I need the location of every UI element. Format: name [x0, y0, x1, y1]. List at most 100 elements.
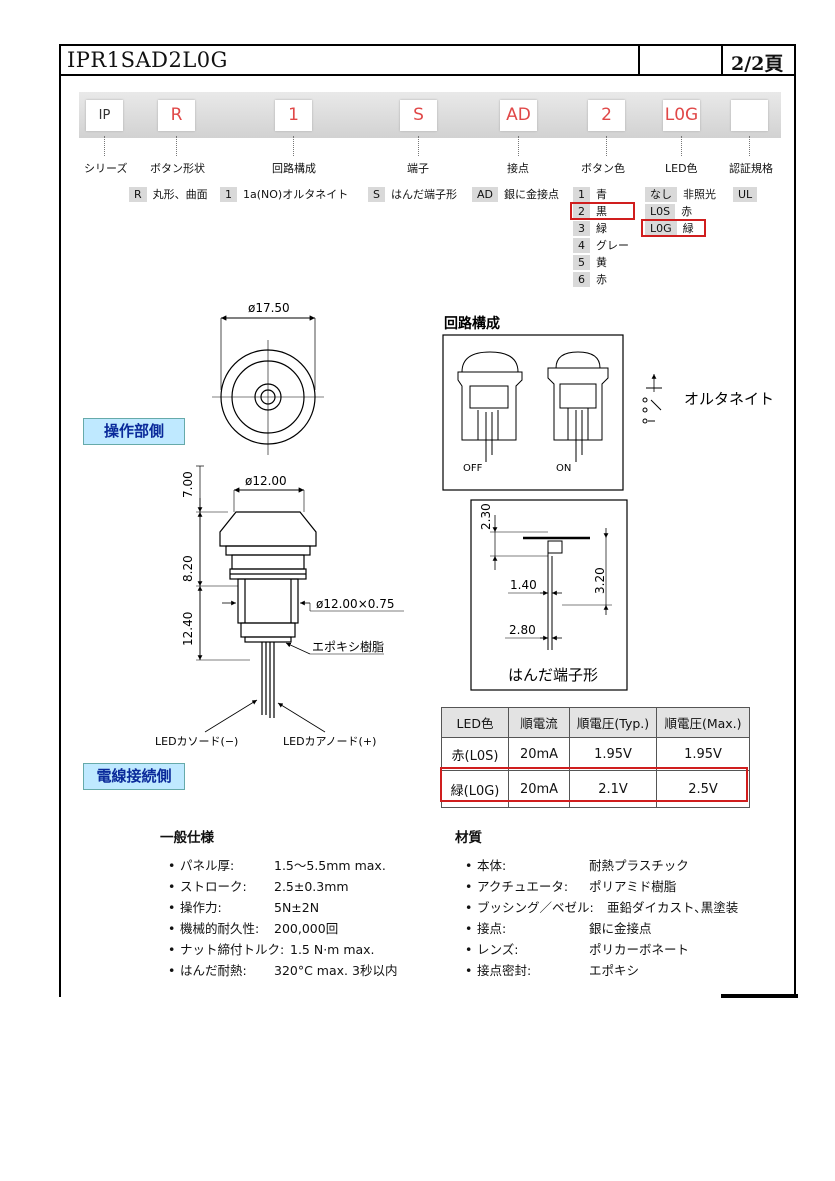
column-header: LED色: [441, 707, 509, 738]
option-text: 銀に金接点: [504, 188, 559, 201]
spec-value: ポリアミド樹脂: [589, 879, 677, 894]
selected-row-highlight: [440, 767, 748, 802]
code-box-circuit: 1: [275, 100, 312, 131]
option-code: 3: [573, 221, 590, 236]
option-text: はんだ端子形: [390, 188, 457, 201]
selected-led-highlight: [641, 219, 706, 237]
option-led-l0s: L0S 赤: [645, 204, 692, 219]
option-text: 赤: [596, 273, 607, 286]
dim-d1240: 12.40: [181, 612, 195, 646]
category-cert: 認証規格: [729, 162, 773, 175]
option-text: グレー: [596, 239, 629, 252]
spec-key: 接点:: [477, 921, 507, 936]
epoxy-label: エポキシ樹脂: [312, 639, 384, 654]
option-code: 5: [573, 255, 590, 270]
category-contact: 接点: [507, 162, 529, 175]
dim-d320: 3.20: [593, 567, 607, 594]
circuit-diagram: [442, 334, 662, 491]
title-bar: IPR1SAD2L0G 2/2頁: [59, 44, 796, 76]
option-code: L0S: [645, 204, 676, 219]
category-color: ボタン色: [581, 162, 625, 175]
divider: [721, 46, 723, 74]
spec-key: 操作力:: [180, 900, 222, 915]
leader-line: [293, 136, 294, 156]
leader-line: [104, 136, 105, 156]
divider: [721, 994, 798, 998]
code-box-cert: [731, 100, 768, 131]
material-spec: 材質 •本体:耐熱プラスチック •アクチュエータ:ポリアミド樹脂 •ブッシング／…: [455, 828, 755, 981]
option-text: 1a(NO)オルタネイト: [243, 188, 349, 201]
option-led-none: なし非照光: [645, 187, 716, 202]
code-box-color: 2: [588, 100, 625, 131]
table-header-row: LED色 順電流 順電圧(Typ.) 順電圧(Max.): [441, 707, 750, 738]
circuit-title: 回路構成: [444, 315, 500, 332]
leader-line: [749, 136, 750, 156]
spec-value: エポキシ: [589, 963, 640, 978]
side-view: [196, 465, 404, 733]
option-cert: UL: [733, 187, 763, 202]
option-text: 非照光: [683, 188, 716, 201]
list-item: •機械的耐久性:200,000回: [160, 918, 420, 939]
code-box-shape: R: [158, 100, 195, 131]
spec-key: はんだ耐熱:: [180, 963, 247, 978]
spec-value: 2.5±0.3mm: [274, 879, 349, 894]
list-item: •ナット締付トルク:1.5 N·m max.: [160, 939, 420, 960]
anode-label: LEDカアノード(+): [283, 735, 376, 748]
option-code: 6: [573, 272, 590, 287]
option-text: 赤: [681, 205, 693, 218]
off-label: OFF: [463, 463, 483, 474]
spec-key: ナット締付トルク:: [180, 942, 285, 957]
category-series: シリーズ: [84, 162, 128, 175]
divider: [638, 46, 640, 74]
leader-line: [518, 136, 519, 156]
table-row: 赤(L0S) 20mA 1.95V 1.95V: [441, 737, 750, 771]
option-code: なし: [645, 187, 677, 202]
list-item: •操作力:5N±2N: [160, 897, 420, 918]
table-cell: 1.95V: [569, 737, 657, 771]
general-spec-title: 一般仕様: [160, 830, 214, 846]
spec-value: 亜鉛ダイカスト､黒塗装: [607, 900, 739, 915]
cathode-label: LEDカソード(−): [155, 735, 238, 748]
category-circuit: 回路構成: [272, 162, 316, 175]
table-cell: 20mA: [508, 737, 570, 771]
list-item: •接点:銀に金接点: [455, 918, 755, 939]
code-box-terminal: S: [400, 100, 437, 131]
spec-key: レンズ:: [477, 942, 519, 957]
category-led: LED色: [665, 162, 698, 175]
code-box-contact: AD: [500, 100, 537, 131]
code-box-led: L0G: [663, 100, 700, 131]
part-number: IPR1SAD2L0G: [67, 48, 228, 72]
category-terminal: 端子: [407, 162, 429, 175]
column-header: 順電圧(Max.): [656, 707, 750, 738]
option-code: 1: [573, 187, 590, 202]
option-text: 緑: [682, 222, 694, 235]
option-circuit: 1 1a(NO)オルタネイト: [220, 187, 348, 202]
general-spec: 一般仕様 •パネル厚:1.5〜5.5mm max. •ストローク:2.5±0.3…: [160, 828, 420, 981]
option-text: 黒: [596, 205, 607, 218]
spec-key: アクチュエータ:: [477, 879, 569, 894]
spec-value: 耐熱プラスチック: [589, 858, 689, 873]
option-text: 丸形、曲面: [152, 188, 208, 201]
dim-thread: ø12.00×0.75: [316, 597, 394, 611]
terminal-title: はんだ端子形: [508, 666, 598, 684]
option-code: 1: [220, 187, 237, 202]
dim-d1750: ø17.50: [248, 301, 290, 315]
list-item: •本体:耐熱プラスチック: [455, 855, 755, 876]
spec-key: ブッシング／ベゼル:: [477, 900, 594, 915]
category-shape: ボタン形状: [150, 162, 205, 175]
dim-d1200: ø12.00: [245, 474, 287, 488]
terminal-diagram: [470, 499, 628, 691]
option-code: L0G: [645, 221, 677, 236]
spec-value: 1.5 N·m max.: [290, 942, 375, 957]
front-view: [212, 315, 324, 455]
wire-side-label: 電線接続側: [83, 763, 185, 790]
dim-d820: 8.20: [181, 555, 195, 582]
